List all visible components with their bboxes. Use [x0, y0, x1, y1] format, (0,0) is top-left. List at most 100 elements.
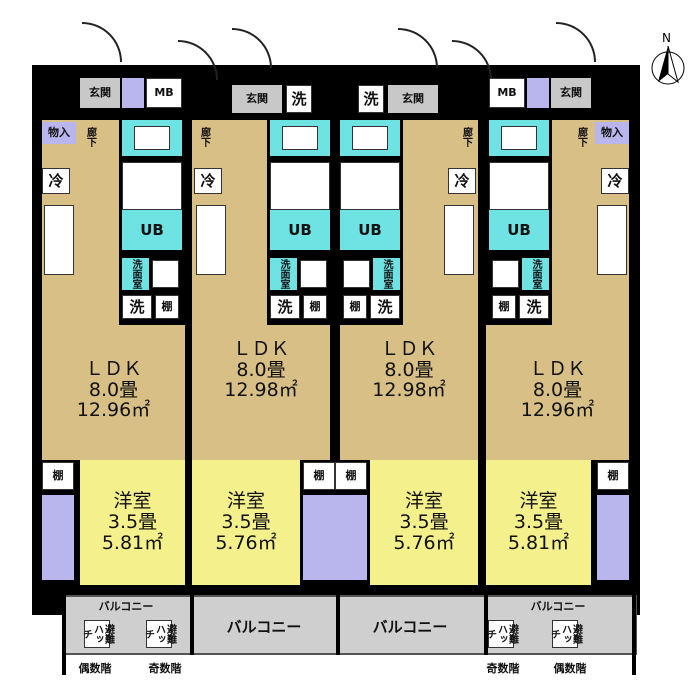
closet [303, 495, 335, 580]
room-area: 5.76㎡ [215, 531, 277, 554]
shelf-label: 棚 [42, 462, 74, 490]
balcony-divider [336, 595, 340, 655]
ldk-label: ＬＤＫ [84, 357, 142, 380]
closet [335, 495, 367, 580]
balcony-label: バルコニー [530, 599, 586, 613]
ldk-area: 12.98㎡ [224, 379, 298, 402]
shelf-label: 棚 [492, 295, 516, 319]
entrance-label: 玄関 [80, 78, 120, 108]
fridge-label: 冷 [42, 168, 70, 194]
shelf-label: 棚 [303, 295, 327, 319]
ldk-area: 12.96㎡ [76, 399, 151, 422]
entrance-door-icon [398, 28, 438, 68]
ldk-label: ＬＤＫ [232, 337, 290, 360]
closet [597, 495, 629, 580]
washer-space-label: 洗 [286, 85, 312, 113]
room-size: 3.5畳 [107, 511, 158, 534]
escape-hatch-label: 避難ハッチ [549, 620, 582, 648]
room-area: 5.81㎡ [507, 531, 570, 554]
washroom-label: 洗面室 [270, 258, 297, 290]
balcony-label: バルコニー [372, 618, 448, 637]
bathtub-icon [270, 162, 330, 210]
ldk-size: 8.0畳 [384, 358, 434, 381]
meter-box-label: MB [489, 78, 525, 108]
corridor-label: 廊下 [80, 122, 100, 152]
room-size: 3.5畳 [221, 511, 271, 534]
ldk-area: 12.98㎡ [372, 379, 446, 402]
corridor-label: 廊下 [194, 122, 214, 152]
entrance-door-icon [556, 22, 596, 62]
room-label: 洋室 [113, 490, 152, 513]
unit-bath-label: UB [270, 210, 330, 250]
kitchen-counter-icon [44, 205, 74, 275]
unit-bath-label: UB [489, 210, 549, 250]
shoe-box [122, 78, 144, 108]
kitchen-counter-icon [196, 205, 226, 275]
shoe-box [527, 78, 549, 108]
escape-hatch-label: 避難ハッチ [143, 620, 176, 648]
washer-label: 洗 [519, 295, 549, 319]
ldk-label: ＬＤＫ [528, 357, 586, 380]
toilet-bowl-icon [352, 126, 388, 150]
shelf-label: 棚 [343, 295, 367, 319]
toilet-bowl-icon [501, 126, 537, 150]
entrance-door-icon [452, 40, 492, 80]
washroom-label: 洗面室 [373, 258, 400, 290]
ldk-size: 8.0畳 [88, 378, 139, 401]
kitchen-counter-icon [597, 205, 627, 275]
odd-floor-label: 奇数階 [148, 661, 182, 675]
storage-label: 物入 [42, 122, 76, 144]
fridge-label: 冷 [448, 168, 476, 194]
washroom-label: 洗面室 [122, 258, 149, 290]
bathtub-icon [340, 162, 400, 210]
north-arrow-icon: N N [648, 30, 688, 90]
washer-label: 洗 [370, 295, 400, 319]
room-area: 5.76㎡ [393, 531, 455, 554]
room-label: 洋室 [404, 490, 443, 513]
washroom-label: 洗面室 [522, 258, 549, 290]
balcony-wall [632, 595, 636, 675]
washer-label: 洗 [122, 295, 152, 319]
washbasin-icon [492, 260, 519, 288]
balcony-divider [190, 595, 194, 655]
washbasin-icon [300, 260, 327, 288]
toilet-bowl-icon [134, 126, 170, 150]
svg-text:N: N [662, 31, 671, 45]
washbasin-icon [152, 260, 179, 288]
odd-floor-label: 奇数階 [486, 661, 520, 675]
balcony-wall [62, 595, 66, 675]
shelf-label: 棚 [155, 295, 179, 319]
balcony-label: バルコニー [226, 618, 302, 637]
washer-space-label: 洗 [358, 85, 384, 113]
closet [42, 495, 74, 580]
room-size: 3.5畳 [513, 511, 564, 534]
room-label: 洋室 [519, 490, 558, 513]
room-area: 5.81㎡ [101, 531, 164, 554]
room-label: 洋室 [226, 490, 265, 513]
ldk-size: 8.0畳 [532, 378, 583, 401]
bathtub-icon [489, 162, 549, 210]
balcony-label: バルコニー [98, 599, 154, 613]
corridor-label: 廊下 [571, 122, 591, 152]
even-floor-label: 偶数階 [553, 661, 587, 675]
unit-bath-label: UB [340, 210, 400, 250]
fridge-label: 冷 [194, 168, 222, 194]
even-floor-label: 偶数階 [78, 661, 112, 675]
washer-label: 洗 [270, 295, 300, 319]
entrance-label: 玄関 [232, 85, 282, 113]
shelf-label: 棚 [335, 462, 367, 490]
entrance-label: 玄関 [551, 78, 591, 108]
toilet-bowl-icon [282, 126, 318, 150]
room-size: 3.5畳 [399, 511, 449, 534]
shelf-label: 棚 [597, 462, 629, 490]
entrance-label: 玄関 [388, 85, 438, 113]
